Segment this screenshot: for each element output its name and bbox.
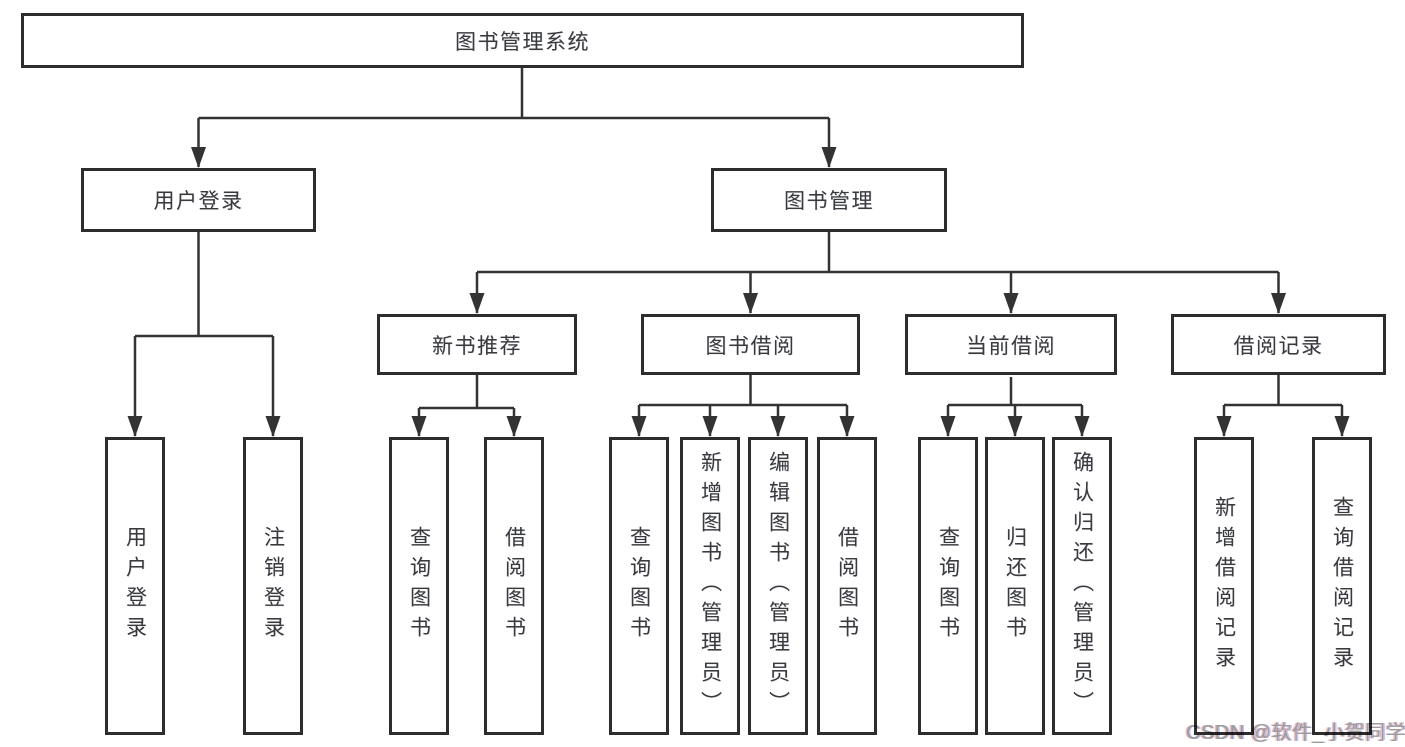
node-book-management: 图书管理 [711, 168, 947, 232]
node-new-book-recommend: 新书推荐 [377, 314, 577, 375]
leaf-user-login: 用户登录 [105, 437, 165, 735]
node-borrow-records: 借阅记录 [1171, 314, 1386, 375]
leaf-query-books-3-label: 查询图书 [936, 526, 960, 646]
tree-edges [133, 68, 1344, 436]
leaf-return-books-label: 归还图书 [1003, 526, 1027, 646]
leaf-borrow-books-1-label: 借阅图书 [502, 526, 526, 646]
leaf-query-books-2-label: 查询图书 [627, 526, 651, 646]
leaf-borrow-books-2-label: 借阅图书 [835, 526, 859, 646]
leaf-add-borrow-record-label: 新增借阅记录 [1212, 496, 1236, 676]
node-library-system: 图书管理系统 [21, 13, 1024, 68]
leaf-add-books-admin: 新增图书（管理员） [680, 437, 740, 735]
leaf-confirm-return-admin-label: 确认归还（管理员） [1070, 451, 1094, 721]
node-user-login: 用户登录 [81, 168, 316, 232]
leaf-borrow-books-2: 借阅图书 [817, 437, 877, 735]
leaf-borrow-books-1: 借阅图书 [484, 437, 544, 735]
leaf-edit-books-admin: 编辑图书（管理员） [748, 437, 808, 735]
leaf-query-books-1-label: 查询图书 [407, 526, 431, 646]
leaf-query-borrow-record-label: 查询借阅记录 [1330, 496, 1354, 676]
leaf-return-books: 归还图书 [985, 437, 1045, 735]
leaf-add-books-admin-label: 新增图书（管理员） [698, 451, 722, 721]
node-current-borrow: 当前借阅 [905, 314, 1117, 375]
leaf-user-login-label: 用户登录 [123, 526, 147, 646]
leaf-query-borrow-record: 查询借阅记录 [1312, 437, 1372, 735]
leaf-edit-books-admin-label: 编辑图书（管理员） [766, 451, 790, 721]
leaf-add-borrow-record: 新增借阅记录 [1194, 437, 1254, 735]
leaf-query-books-1: 查询图书 [389, 437, 449, 735]
arrowheads [127, 147, 1350, 437]
leaf-query-books-2: 查询图书 [609, 437, 669, 735]
node-book-borrow: 图书借阅 [641, 314, 860, 375]
csdn-watermark: CSDN @软件_小贺同学 [1186, 722, 1405, 744]
leaf-confirm-return-admin: 确认归还（管理员） [1052, 437, 1112, 735]
leaf-logout: 注销登录 [243, 437, 303, 735]
leaf-logout-label: 注销登录 [261, 526, 285, 646]
leaf-query-books-3: 查询图书 [918, 437, 978, 735]
